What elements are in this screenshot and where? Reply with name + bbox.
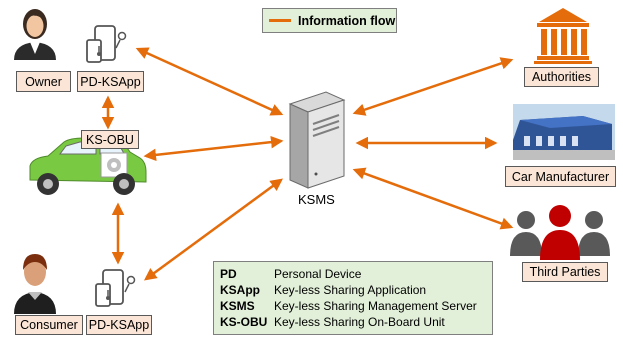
consumer-person-icon	[14, 254, 56, 314]
arrow-pd-ksapp-owner-ksms	[135, 47, 284, 116]
consumer-phone-tablet-icon	[95, 269, 136, 307]
ksms-server-icon	[288, 91, 346, 189]
pd-ksapp-consumer-label: PD-KSApp	[86, 315, 152, 335]
arrow-car-ksms	[143, 135, 284, 162]
glossary-desc: Key-less Sharing Application	[274, 283, 427, 297]
glossary-abbr: KSApp	[220, 283, 260, 297]
arrow-consumer-pd-ksapp-ksms	[143, 178, 284, 281]
car-manufacturer-label: Car Manufacturer	[505, 166, 616, 187]
car-manufacturer-factory-icon	[513, 104, 615, 160]
glossary-abbr: PD	[220, 267, 237, 281]
glossary-desc: Key-less Sharing Management Server	[274, 299, 477, 313]
ksms-label: KSMS	[298, 192, 335, 207]
glossary-abbr: KSMS	[220, 299, 255, 313]
glossary-row: PD Personal Device	[220, 266, 486, 282]
owner-label: Owner	[16, 71, 71, 92]
consumer-label: Consumer	[15, 315, 83, 335]
glossary-desc: Key-less Sharing On-Board Unit	[274, 315, 445, 329]
information-flow-swatch	[269, 19, 291, 22]
glossary-box: PD Personal Device KSApp Key-less Sharin…	[213, 261, 493, 335]
authorities-building-icon	[534, 8, 592, 64]
glossary-row: KS-OBU Key-less Sharing On-Board Unit	[220, 314, 486, 330]
third-parties-people-icon	[510, 205, 610, 260]
authorities-label: Authorities	[524, 67, 599, 87]
owner-person-icon	[14, 9, 56, 60]
legend: Information flow	[262, 8, 397, 33]
glossary-row: KSApp Key-less Sharing Application	[220, 282, 486, 298]
ks-obu-label: KS-OBU	[81, 130, 139, 149]
glossary-row: KSMS Key-less Sharing Management Server	[220, 298, 486, 314]
pd-ksapp-owner-label: PD-KSApp	[77, 71, 144, 92]
legend-label: Information flow	[298, 13, 396, 28]
arrow-ksms-third-parties	[352, 167, 514, 230]
owner-phone-tablet-icon	[86, 25, 127, 63]
third-parties-label: Third Parties	[522, 262, 608, 282]
glossary-desc: Personal Device	[274, 267, 362, 281]
car-icon	[29, 137, 147, 195]
glossary-abbr: KS-OBU	[220, 315, 268, 329]
arrow-ksms-authorities	[352, 57, 514, 116]
